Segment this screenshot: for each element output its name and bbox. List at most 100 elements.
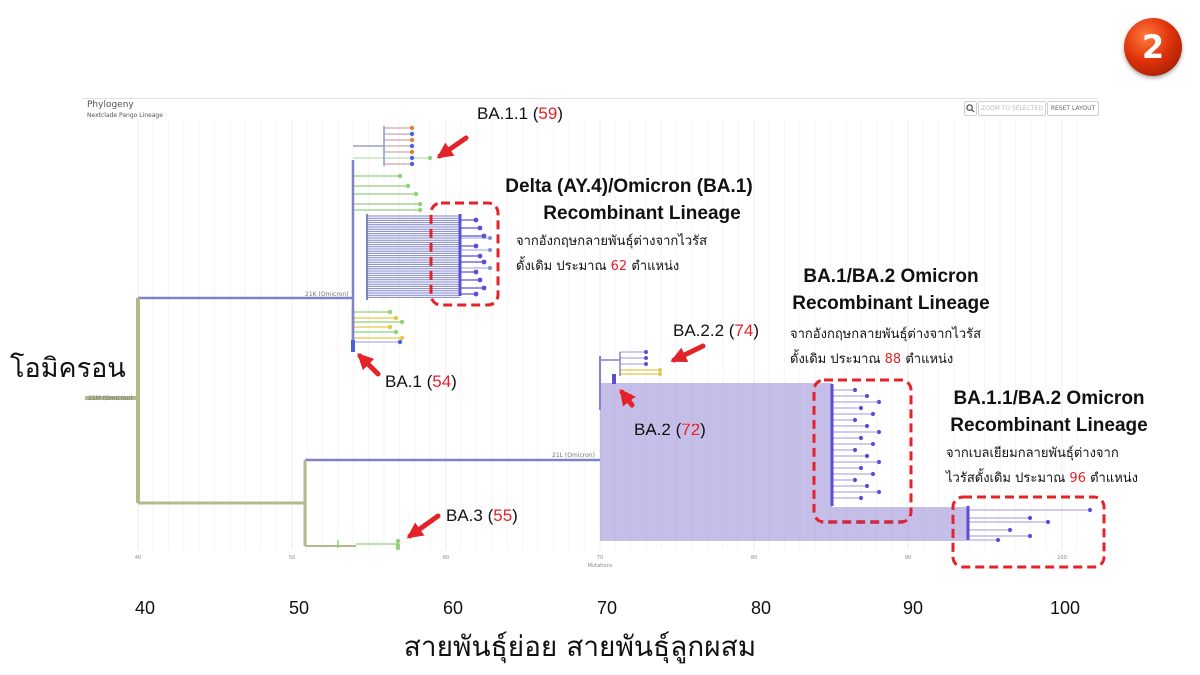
tip-node	[658, 368, 662, 372]
tip-node	[481, 259, 487, 265]
ba11ba2-heading-line2: Recombinant Lineage	[950, 415, 1148, 436]
zoom-to-selected-button[interactable]: ZOOM TO SELECTED	[978, 101, 1046, 116]
tip-node	[1007, 527, 1013, 533]
tip-node	[488, 248, 492, 252]
arrows	[357, 135, 706, 539]
arrow-head	[357, 353, 375, 371]
tip-node	[870, 441, 876, 447]
tip-node	[852, 477, 858, 483]
tip-node	[413, 191, 419, 197]
ba3-label: BA.3 (55)	[446, 506, 518, 525]
tip-nodes	[387, 125, 1093, 551]
tip-node	[409, 143, 415, 149]
small-tick: 90	[904, 555, 912, 561]
x-axis-tick: 40	[134, 598, 156, 618]
tip-node	[488, 266, 492, 270]
desc-line: ดั้งเดิม ประมาณ 88 ตำแหน่ง	[790, 352, 954, 367]
ba1-label: BA.1 (54)	[385, 372, 457, 391]
tip-node	[1087, 507, 1093, 513]
ba1ba2-heading-line1: BA.1/BA.2 Omicron	[803, 266, 979, 287]
highlight-box	[951, 495, 1106, 569]
delta-recombinant-heading: Delta (AY.4)/Omicron (BA.1) Recombinant …	[474, 173, 784, 227]
reset-layout-button[interactable]: RESET LAYOUT	[1047, 101, 1099, 116]
mutations-caption: Mutations	[587, 563, 613, 569]
tip-node	[481, 285, 487, 291]
tip-node	[409, 149, 415, 155]
tip-node	[399, 319, 405, 325]
small-tick: 100	[1057, 555, 1067, 561]
tip-node	[644, 362, 648, 366]
tip-node	[473, 269, 479, 275]
tip-node	[395, 545, 401, 551]
node-label-21l: 21L (Omicron)	[552, 452, 595, 459]
clade-connectors	[136, 126, 970, 548]
arrow-head	[619, 388, 636, 407]
desc-line: ดั้งเดิม ประมาณ 62 ตำแหน่ง	[516, 259, 680, 274]
small-tick: 40	[134, 555, 142, 561]
tip-node	[409, 125, 415, 131]
phylogeny-panel	[82, 98, 1098, 577]
tip-node	[858, 465, 864, 471]
tip-node	[864, 483, 870, 489]
arrow-head	[436, 142, 455, 159]
tip-node	[876, 399, 882, 405]
desc-line: จากอังกฤษกลายพันธุ์ต่างจากไวรัส	[790, 327, 982, 342]
tip-node	[852, 417, 858, 423]
ba1ba2-heading-line2: Recombinant Lineage	[792, 293, 990, 314]
delta-recombinant-desc: จากอังกฤษกลายพันธุ์ต่างจากไวรัส ดั้งเดิม…	[516, 229, 707, 279]
tip-node	[395, 538, 401, 544]
tip-node	[409, 137, 415, 143]
tip-node	[387, 324, 393, 330]
arrow-head	[670, 347, 689, 362]
tip-node	[393, 315, 399, 321]
branch-lines	[85, 127, 1090, 547]
ba11ba2-heading-line1: BA.1.1/BA.2 Omicron	[953, 388, 1145, 409]
small-tick: 50	[288, 555, 296, 561]
tip-node	[644, 350, 648, 354]
omicron-label: โอมิครอน	[10, 353, 126, 384]
tip-node	[405, 183, 411, 189]
tip-node	[473, 217, 479, 223]
x-axis-tick: 60	[442, 598, 464, 618]
tip-node	[397, 339, 403, 345]
node-label-21k: 21K (Omicron)	[305, 291, 349, 298]
tip-node	[864, 453, 870, 459]
tip-node	[876, 429, 882, 435]
tip-node	[644, 356, 648, 360]
tip-node	[477, 253, 483, 259]
tip-node	[473, 291, 479, 297]
tip-node	[399, 335, 405, 341]
search-icon	[966, 104, 975, 113]
tip-node	[473, 243, 479, 249]
arrow-head	[406, 522, 425, 539]
ba11ba2-recombinant-heading: BA.1.1/BA.2 Omicron Recombinant Lineage	[926, 385, 1172, 439]
search-button[interactable]	[964, 101, 977, 116]
tip-node	[870, 471, 876, 477]
tip-node	[1027, 533, 1033, 539]
tip-node	[858, 435, 864, 441]
x-axis-tick: 70	[596, 598, 618, 618]
ba11-label: BA.1.1 (59)	[477, 104, 564, 123]
tip-node	[876, 459, 882, 465]
tip-node	[858, 405, 864, 411]
desc-line: จากเบลเยียมกลายพันธุ์ต่างจาก	[946, 446, 1119, 461]
small-tick: 70	[596, 555, 604, 561]
tip-node	[417, 201, 423, 207]
tip-node	[387, 309, 393, 315]
ba11ba2-recombinant-desc: จากเบลเยียมกลายพันธุ์ต่างจาก ไวรัสดั้งเด…	[946, 441, 1138, 491]
tip-node	[852, 387, 858, 393]
highlight-boxes	[429, 201, 1106, 569]
tip-node	[852, 447, 858, 453]
tip-node	[870, 411, 876, 417]
tip-node	[876, 489, 882, 495]
tip-node	[477, 225, 483, 231]
tip-node	[864, 423, 870, 429]
panel-subtitle[interactable]: Nextclade Pango Lineage	[87, 112, 163, 119]
node-label-21m: 21M (Omicron)	[88, 395, 133, 402]
tip-node	[409, 161, 415, 167]
tip-node	[1027, 515, 1033, 521]
desc-line: ไวรัสดั้งเดิม ประมาณ 96 ตำแหน่ง	[946, 471, 1139, 486]
tip-node	[1045, 519, 1051, 525]
delta-heading-line2: Recombinant Lineage	[543, 203, 741, 224]
